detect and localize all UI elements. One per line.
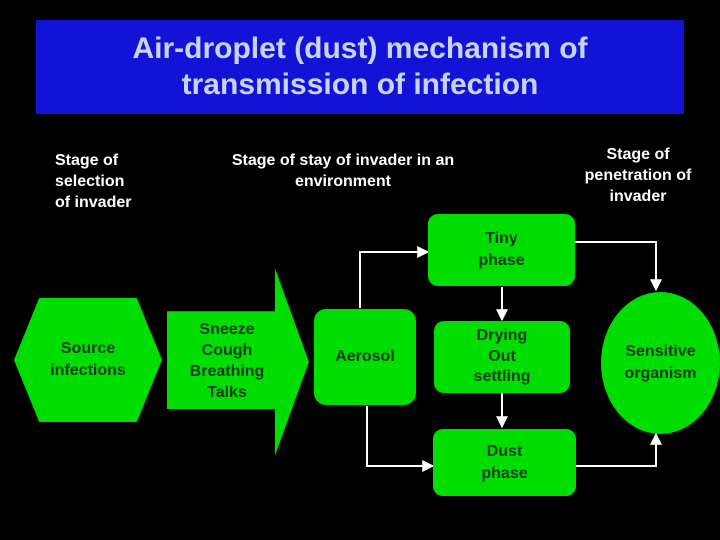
source-infections-node: Source infections — [14, 298, 162, 422]
arrow-aerosol-to-tiny — [359, 246, 430, 308]
arrow-dust-to-sensitive — [576, 432, 662, 467]
tiny-phase-label: Tiny phase — [478, 230, 525, 269]
dust-phase-node: Dust phase — [433, 429, 576, 496]
stage-penetration-label: Stage of penetration of invader — [584, 146, 692, 205]
stage-selection-label: Stage of selection of invader — [55, 152, 132, 211]
drying-label: Drying Out settling — [473, 326, 531, 386]
arrow-tiny-to-sensitive — [575, 241, 662, 292]
aerosol-node: Aerosol — [314, 309, 416, 405]
sensitive-organism-node: Sensitive organism — [601, 292, 720, 434]
sensitive-organism-label: Sensitive organism — [624, 343, 697, 382]
source-infections-label: Source infections — [50, 340, 126, 379]
tiny-phase-node: Tiny phase — [428, 214, 575, 286]
aerosol-label: Aerosol — [335, 348, 395, 366]
actions-label: Sneeze Cough Breathing Talks — [189, 321, 265, 401]
stage-stay-label: Stage of stay of invader in an environme… — [231, 152, 455, 190]
title-banner: Air-droplet (dust) mechanism of transmis… — [36, 20, 684, 114]
dust-phase-label: Dust phase — [481, 442, 528, 482]
drying-node: Drying Out settling — [434, 321, 570, 393]
arrow-aerosol-to-dust — [366, 406, 435, 472]
page-title: Air-droplet (dust) mechanism of transmis… — [132, 32, 588, 101]
